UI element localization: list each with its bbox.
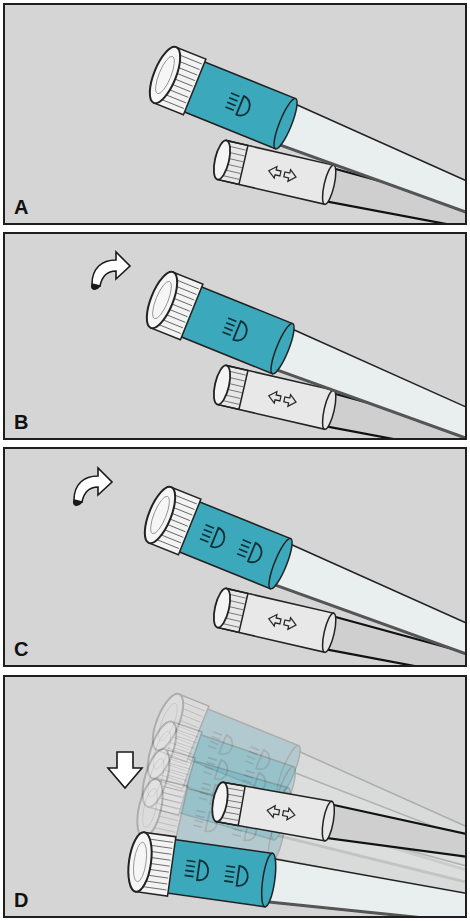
panel-d-drawing	[108, 690, 466, 917]
panel-frame: D	[3, 675, 467, 918]
panel-frame: A	[3, 3, 467, 225]
panel-c-drawing	[74, 468, 466, 666]
panel-b-drawing	[92, 252, 466, 439]
panel-a-drawing	[144, 43, 466, 224]
panel-letter: D	[14, 890, 28, 910]
panel-letter: C	[14, 639, 28, 659]
panel-letter: B	[14, 412, 28, 432]
down-arrow	[108, 752, 142, 788]
panel-frame: B	[3, 232, 467, 440]
panel-frame: C	[3, 447, 467, 667]
panel-letter: A	[14, 197, 28, 217]
